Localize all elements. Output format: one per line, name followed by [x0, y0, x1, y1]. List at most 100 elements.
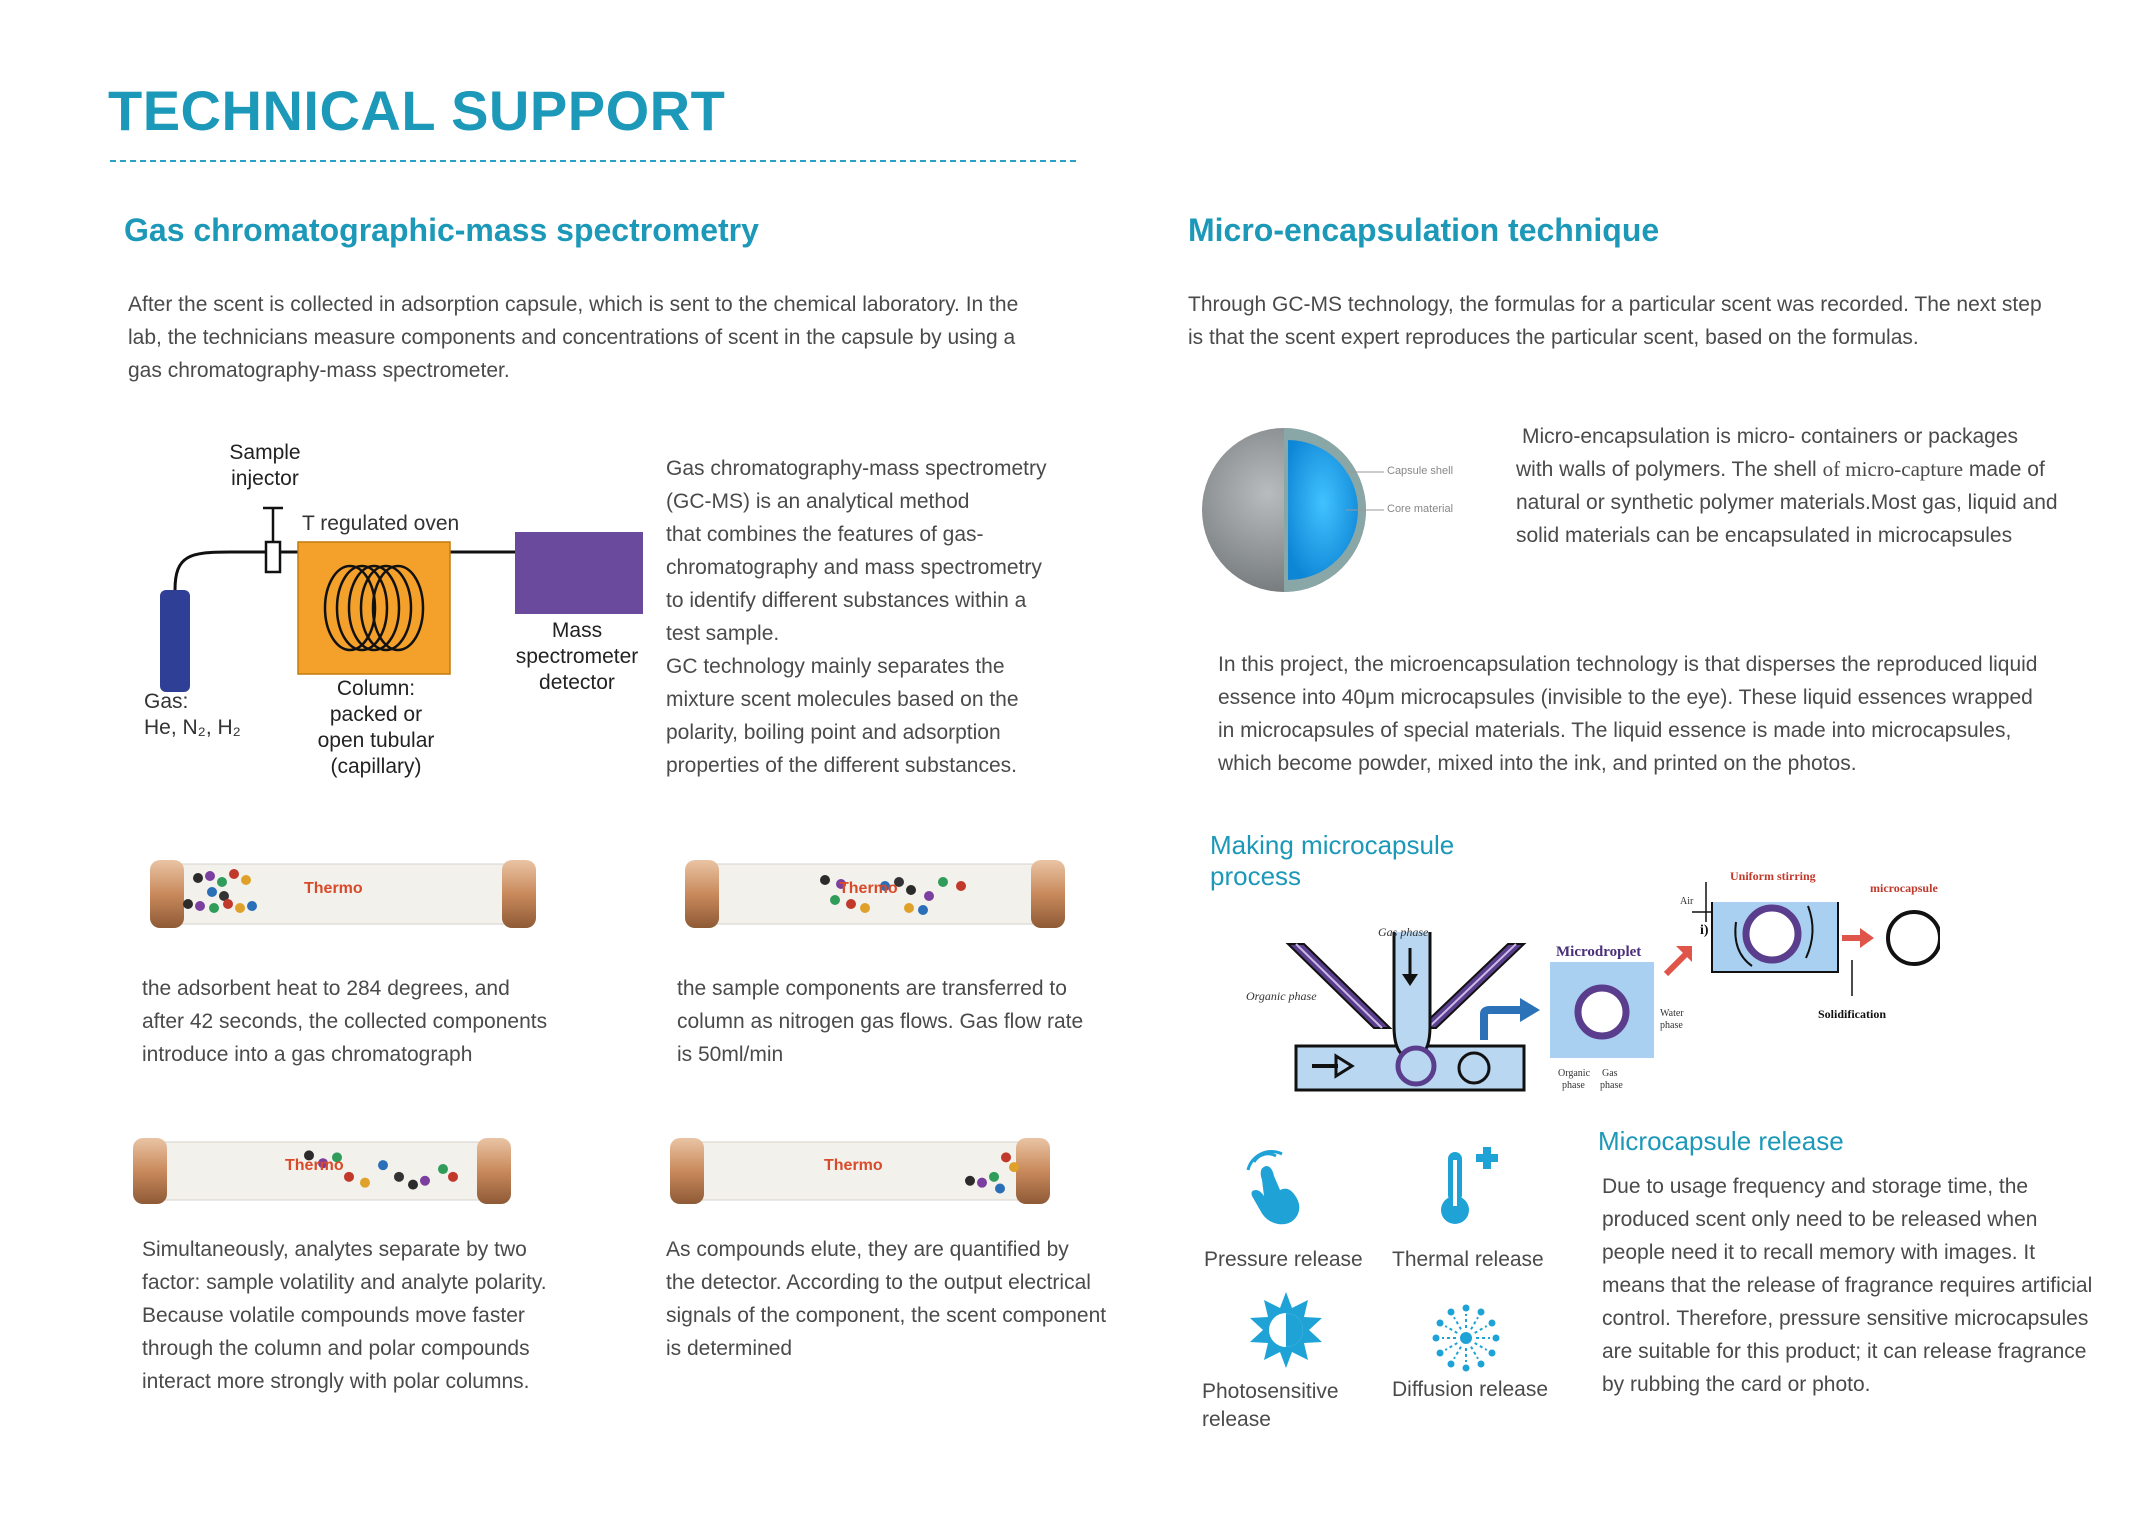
analyte-particle	[438, 1164, 448, 1175]
analyte-particle	[207, 887, 217, 897]
analyte-particle	[223, 899, 233, 909]
analyte-particle	[318, 1158, 328, 1169]
solidification-label: Solidification	[1818, 1007, 1886, 1021]
analyte-particle	[219, 891, 229, 901]
micro-heading: Micro-encapsulation technique	[1188, 212, 1660, 248]
analyte-particle	[217, 877, 227, 887]
gcms-description: Gas chromatography-mass spectrometry (GC…	[666, 457, 1047, 777]
tube-end-cap	[670, 1138, 704, 1204]
analyte-particle	[1001, 1152, 1011, 1163]
analyte-particle	[906, 885, 916, 895]
tube-end-cap	[477, 1138, 511, 1204]
analyte-particle	[1009, 1162, 1019, 1173]
detector-label: Mass spectrometer detector	[515, 619, 639, 694]
tube-image	[670, 1138, 1050, 1204]
organic-phase-label: Organic phase	[1246, 989, 1317, 1003]
gcms-diagram-drawing	[160, 506, 643, 692]
analyte-particle	[193, 873, 203, 883]
analyte-particle	[247, 901, 257, 911]
release-heading: Microcapsule release	[1598, 1126, 1844, 1156]
analyte-particle	[241, 875, 251, 885]
analyte-particle	[209, 903, 219, 913]
analyte-particle	[360, 1177, 370, 1188]
analyte-particle	[420, 1175, 430, 1186]
analyte-particle	[977, 1177, 987, 1188]
analyte-particle	[836, 879, 846, 889]
uniform-stirring-label: Uniform stirring	[1730, 869, 1816, 883]
oven-label: T regulated oven	[302, 512, 460, 535]
step-text-4: As compounds elute, they are quantified …	[666, 1238, 1107, 1360]
micro-definition: Micro-encapsulation is micro- containers…	[1516, 425, 2058, 547]
organic-phase-small-label: Organic	[1558, 1068, 1591, 1079]
micro-project: In this project, the microencapsulation …	[1218, 653, 2038, 775]
tube-end-cap	[502, 860, 536, 928]
thermometer-plus-icon	[1432, 1146, 1502, 1230]
analyte-particle	[820, 875, 830, 885]
analyte-particle	[995, 1183, 1005, 1194]
analyte-particle	[394, 1171, 404, 1182]
analyte-particle	[894, 877, 904, 887]
gas-types: He, N₂, H₂	[144, 716, 241, 739]
pressure-hand-icon	[1232, 1150, 1312, 1230]
tube-image	[133, 1138, 511, 1204]
gcms-intro-line: lab, the technicians measure components …	[128, 326, 1016, 349]
analyte-particle	[448, 1171, 458, 1182]
analyte-particle	[332, 1152, 342, 1163]
microdroplet-label: Microdroplet	[1556, 944, 1641, 960]
tube-image	[685, 860, 1065, 928]
capsule-core-label: Core material	[1387, 503, 1454, 515]
step-text-1: the adsorbent heat to 284 degrees, and a…	[142, 977, 548, 1066]
analyte-particle	[918, 905, 928, 915]
tube-brand: Thermo	[285, 1157, 344, 1174]
svg-text:phase: phase	[1600, 1080, 1623, 1091]
release-label-photosensitive: Photosensitive release	[1202, 1380, 1339, 1431]
tube-end-cap	[1031, 860, 1065, 928]
gas-cylinder	[160, 590, 190, 692]
capsule-cross-section	[1202, 428, 1384, 592]
analyte-particle	[183, 899, 193, 909]
release-text: Due to usage frequency and storage time,…	[1602, 1175, 2093, 1396]
step-text-3: Simultaneously, analytes separate by two…	[142, 1238, 547, 1393]
column-coil	[323, 564, 425, 652]
diffusion-burst-icon	[1426, 1300, 1506, 1376]
final-microcapsule	[1886, 910, 1942, 966]
adsorption-tube-1: Thermo	[150, 856, 536, 932]
analyte-particle	[304, 1150, 314, 1161]
injector-body	[264, 540, 282, 574]
analyte-particle	[938, 877, 948, 887]
title-divider	[110, 160, 1076, 162]
gas-phase-label: Gas phase	[1378, 925, 1429, 939]
process-diagram: Gas phase Organic phase Microdroplet Wat…	[1240, 862, 1942, 1102]
gcms-heading: Gas chromatographic-mass spectrometry	[124, 212, 759, 248]
adsorption-tube-4: Thermo	[670, 1134, 1050, 1208]
analyte-particle	[378, 1160, 388, 1171]
tube-image	[150, 860, 536, 928]
capsule-core	[1288, 440, 1358, 580]
analyte-particle	[830, 895, 840, 905]
adsorption-tube-3: Thermo	[133, 1134, 511, 1208]
page-title: TECHNICAL SUPPORT	[108, 79, 726, 142]
gas-label: Gas:	[144, 690, 189, 713]
water-phase-label: Water	[1660, 1008, 1684, 1019]
tube-brand: Thermo	[839, 880, 898, 897]
column-label: Column: packed or open tubular (capillar…	[317, 677, 435, 778]
sample-injector-label: Sample injector	[229, 441, 301, 490]
analyte-particle	[235, 903, 245, 913]
analyte-particle	[846, 899, 856, 909]
analyte-particle	[205, 871, 215, 881]
detector-box	[515, 532, 643, 614]
analyte-particle	[989, 1171, 999, 1182]
gas-phase-small-label: Gas	[1602, 1068, 1618, 1079]
gcms-intro-line: gas chromatography-mass spectrometer.	[128, 359, 510, 382]
release-label-diffusion: Diffusion release	[1392, 1378, 1549, 1401]
adsorption-tube-2: Thermo	[685, 856, 1065, 932]
tube-end-cap	[150, 860, 184, 928]
step-label: i)	[1700, 923, 1709, 938]
process-drawing: Gas phase Organic phase Microdroplet Wat…	[1246, 869, 1942, 1092]
gcms-intro-line: After the scent is collected in adsorpti…	[128, 293, 1019, 316]
tube-brand: Thermo	[824, 1157, 883, 1174]
svg-text:phase: phase	[1562, 1080, 1585, 1091]
air-label: Air	[1680, 896, 1694, 907]
capsule-illustration: Capsule shell Core material	[1196, 418, 1476, 602]
analyte-particle	[344, 1171, 354, 1182]
